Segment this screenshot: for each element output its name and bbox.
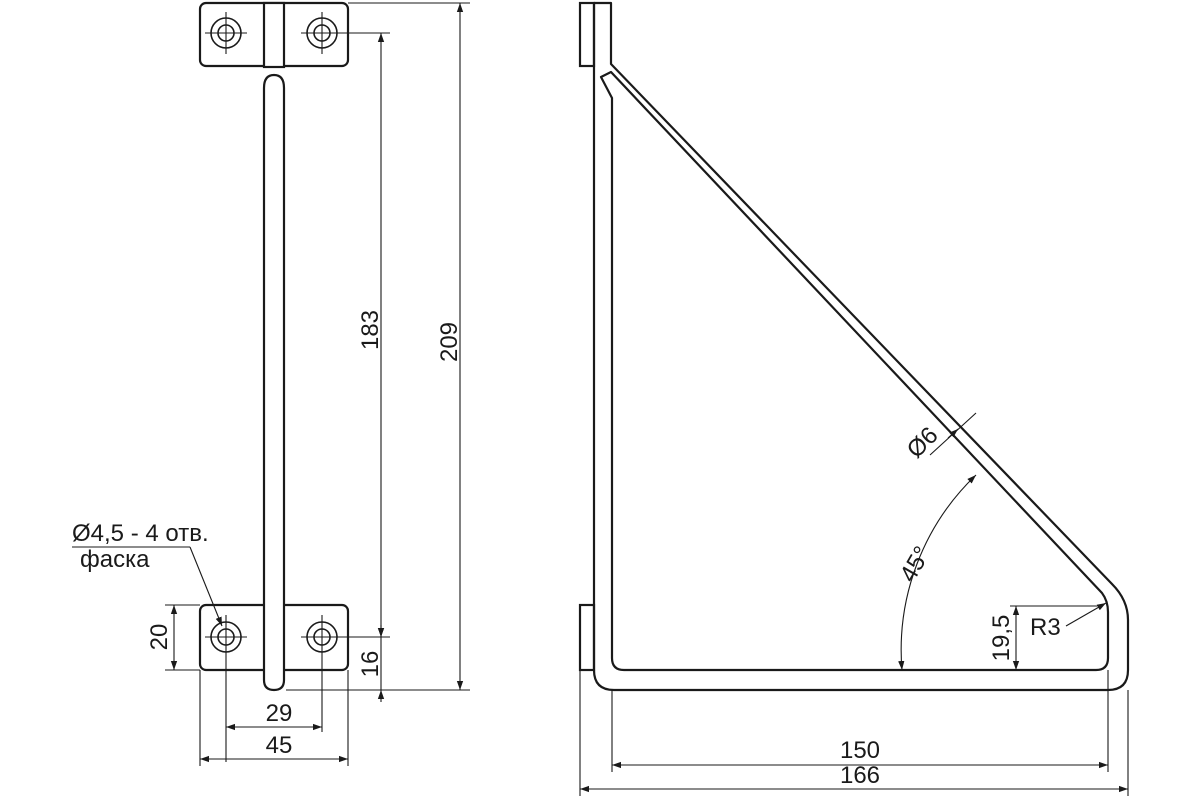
dim-rod-diameter-label: Ø6 xyxy=(902,422,944,464)
dim-183: 183 xyxy=(357,33,385,637)
dim-166-label: 166 xyxy=(840,762,880,789)
bottom-right-hole xyxy=(301,615,343,732)
angle-arc xyxy=(898,474,977,671)
hole-note-leader xyxy=(189,546,223,627)
side-view: 150 166 19,5 R3 45° Ø6 xyxy=(578,1,1130,796)
hole-note-line1: Ø4,5 - 4 отв. xyxy=(72,520,209,547)
rod-top-segment xyxy=(262,1,286,69)
rod-body xyxy=(262,73,286,692)
dim-19-5-label: 19,5 xyxy=(988,615,1015,662)
dim-19-5: 19,5 xyxy=(988,605,1100,670)
bottom-plate-edge xyxy=(578,603,596,672)
hole-note-line2: фаска xyxy=(80,546,150,573)
dim-183-label: 183 xyxy=(357,310,384,350)
front-view: 183 209 16 20 29 xyxy=(72,1,470,766)
dim-45: 45 xyxy=(199,670,349,766)
dim-150: 150 xyxy=(612,737,1108,769)
dim-r3-label: R3 xyxy=(1030,614,1061,641)
dim-166: 166 xyxy=(580,762,1128,793)
dim-150-label: 150 xyxy=(840,737,880,764)
bent-rod-outline xyxy=(592,1,1130,692)
top-plate-edge xyxy=(578,1,596,68)
dim-209-label: 209 xyxy=(436,322,463,362)
dim-45-label: 45 xyxy=(266,732,293,759)
r3-leader xyxy=(1065,602,1107,627)
dim-angle-label: 45° xyxy=(895,542,937,587)
dim-angle-45: 45° xyxy=(895,474,977,671)
dim-29: 29 xyxy=(226,700,322,731)
dim-16-label: 16 xyxy=(357,651,384,678)
dim-r3: R3 xyxy=(1030,602,1107,641)
dim-20: 20 xyxy=(146,604,200,671)
bent-rod-inner-outline xyxy=(599,70,1110,672)
vertical-rod xyxy=(262,1,286,692)
dim-209: 209 xyxy=(436,3,464,690)
dim-29-label: 29 xyxy=(266,700,293,727)
dim-16: 16 xyxy=(357,625,385,702)
dim-20-label: 20 xyxy=(146,624,173,651)
hole-note: Ø4,5 - 4 отв. фаска xyxy=(72,520,223,627)
bottom-left-hole xyxy=(205,615,247,762)
top-left-hole xyxy=(205,12,247,54)
